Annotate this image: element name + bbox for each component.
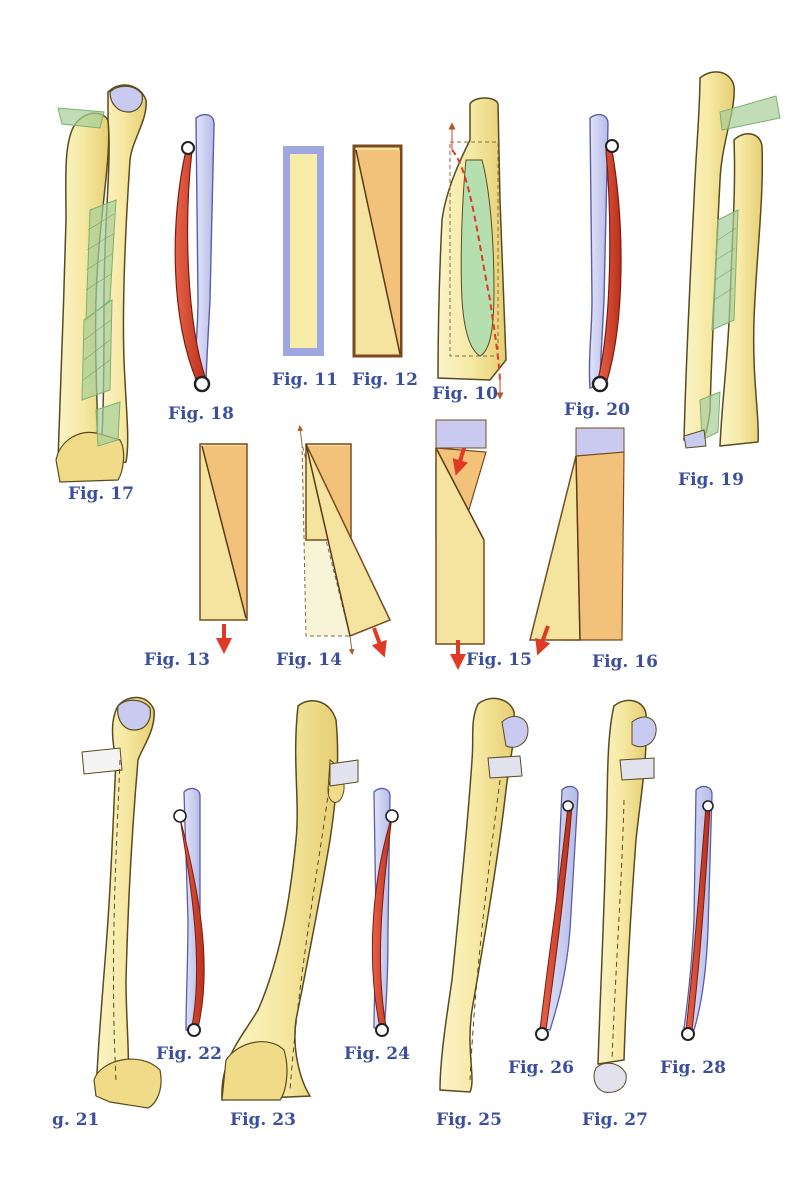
caption-fig27: Fig. 27 (582, 1110, 648, 1130)
fig24-bone-diagram (371, 787, 399, 1037)
caption-fig13: Fig. 13 (144, 650, 210, 670)
caption-fig15: Fig. 15 (466, 650, 532, 670)
fig11-blue-panel (283, 146, 324, 356)
caption-fig20: Fig. 20 (564, 400, 630, 420)
caption-fig14: Fig. 14 (276, 650, 342, 670)
fig28-bone-diagram (681, 785, 714, 1041)
fig25-forearm-bone (439, 697, 529, 1093)
caption-fig16: Fig. 16 (592, 652, 658, 672)
fig13-split-panel (199, 443, 248, 654)
caption-fig24: Fig. 24 (344, 1044, 410, 1064)
caption-fig12: Fig. 12 (352, 370, 418, 390)
fig26-bone-diagram (535, 785, 579, 1041)
fig27-forearm-bones (593, 699, 657, 1093)
caption-fig10: Fig. 10 (432, 384, 498, 404)
caption-fig23: Fig. 23 (230, 1110, 296, 1130)
caption-fig11: Fig. 11 (272, 370, 338, 390)
fig15-split-panel (435, 419, 487, 670)
fig17-forearm-bones (55, 84, 147, 483)
fig10-bone-section (437, 97, 507, 400)
fig23-forearm-bone (221, 700, 359, 1101)
fig20-bone-diagram (588, 113, 622, 393)
fig22-bone-diagram (173, 787, 205, 1037)
caption-fig19: Fig. 19 (678, 470, 744, 490)
caption-fig21: g. 21 (52, 1110, 100, 1130)
caption-fig18: Fig. 18 (168, 404, 234, 424)
caption-fig17: Fig. 17 (68, 484, 134, 504)
fig18-bone-diagram (174, 113, 215, 393)
fig19-forearm-bones (683, 71, 781, 449)
fig14-split-panel (297, 425, 392, 658)
fig16-split-panel (529, 427, 625, 656)
caption-fig26: Fig. 26 (508, 1058, 574, 1078)
caption-fig28: Fig. 28 (660, 1058, 726, 1078)
caption-fig25: Fig. 25 (436, 1110, 502, 1130)
caption-fig22: Fig. 22 (156, 1044, 222, 1064)
fig12-split-panel (352, 144, 403, 358)
fig21-forearm-bone (81, 696, 162, 1109)
